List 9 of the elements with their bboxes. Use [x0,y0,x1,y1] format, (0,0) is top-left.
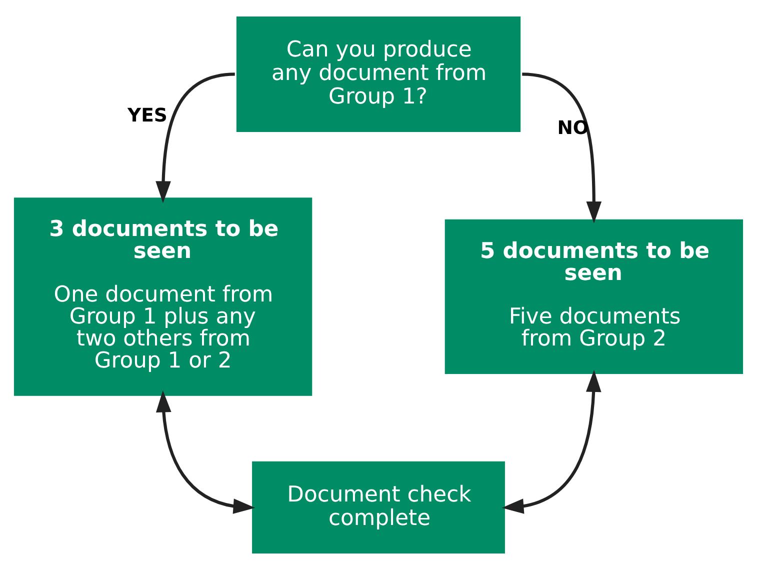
node-box: Can you produce any document from Group 1? [236,16,521,132]
edge-label: YES [128,105,168,126]
arrow [156,390,256,514]
arrow [522,72,602,224]
node-box: 3 documents to be seen One document from Group 1 plus any two others from Group 1 or 2 [14,198,312,396]
arrow [502,370,602,514]
node-box: Document check complete [252,461,505,554]
node-box: 5 documents to be seen Five documents from Group 2 [444,219,744,374]
arrow [156,72,235,204]
